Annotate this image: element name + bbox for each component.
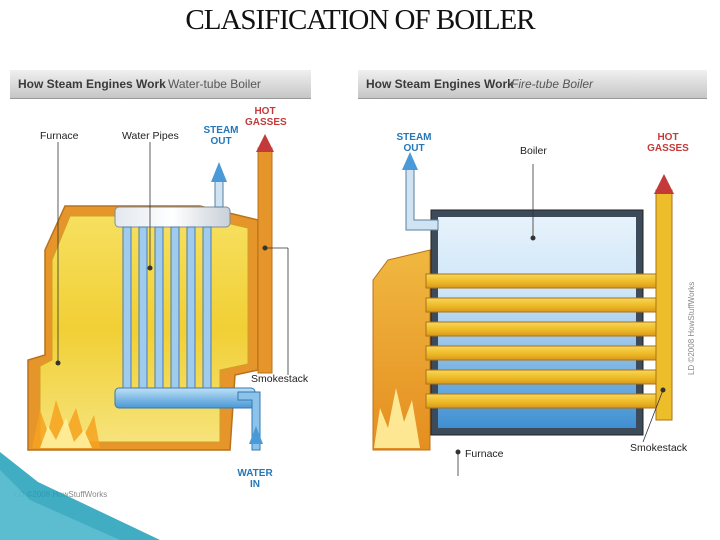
- fire-tube-label-furnace: Furnace: [465, 448, 504, 460]
- fire-tube-label-steam-out: STEAM OUT: [396, 132, 432, 154]
- fire-tube-label-boiler: Boiler: [520, 145, 547, 157]
- fire-tube-label-smokestack: Smokestack: [630, 442, 688, 454]
- label-water-pipes: Water Pipes: [122, 130, 179, 142]
- fire-tube-label-hot-gasses: HOT GASSES: [647, 132, 689, 154]
- fire-tubes-group: [425, 273, 659, 409]
- fire-tube-steam-pipe: [405, 164, 439, 231]
- steam-out-arrow: [211, 162, 227, 182]
- fire-tube-hot-gas-arrow: [654, 174, 674, 194]
- water-tube-header-subtitle: Water-tube Boiler: [168, 77, 261, 91]
- fire-tube-header-subtitle: Fire-tube Boiler: [511, 77, 594, 91]
- fire-tube-steam-arrow: [402, 152, 418, 170]
- water-tube-boiler-diagram: How Steam Engines Work Water-tube Boiler: [10, 70, 311, 503]
- water-tube-copyright: LD ©2008 HowStuffWorks: [14, 490, 108, 499]
- upper-steam-drum: [114, 206, 231, 228]
- smokestack: [257, 147, 273, 374]
- fire-tube-illustration: [372, 152, 674, 476]
- slide-title: CLASIFICATION OF BOILER: [185, 4, 535, 36]
- fire-tube-copyright: LD ©2008 HowStuffWorks: [687, 281, 696, 375]
- label-smokestack: Smokestack: [251, 373, 309, 385]
- label-furnace: Furnace: [40, 130, 79, 142]
- fire-tube-header-title: How Steam Engines Work: [366, 77, 514, 91]
- fire-tube-smokestack: [655, 189, 673, 421]
- label-steam-out: STEAM OUT: [203, 125, 239, 147]
- lower-water-drum: [114, 387, 256, 409]
- label-water-in: WATER IN: [237, 468, 273, 490]
- water-tube-illustration: [27, 134, 289, 451]
- water-tube-header: How Steam Engines Work Water-tube Boiler: [10, 70, 311, 99]
- hot-gas-arrow: [256, 134, 274, 152]
- fire-tube-flames: [374, 388, 420, 448]
- steam-out-pipe: [214, 179, 224, 208]
- water-tube-header-title: How Steam Engines Work: [18, 77, 166, 91]
- label-hot-gasses: HOT GASSES: [245, 106, 287, 128]
- water-in-arrow: [249, 426, 263, 444]
- fire-tube-header: How Steam Engines Work Fire-tube Boiler: [358, 70, 707, 99]
- water-pipes-group: [122, 226, 212, 389]
- fire-tube-boiler-diagram: How Steam Engines Work Fire-tube Boiler: [358, 70, 707, 535]
- fire-tube-furnace: [372, 249, 431, 451]
